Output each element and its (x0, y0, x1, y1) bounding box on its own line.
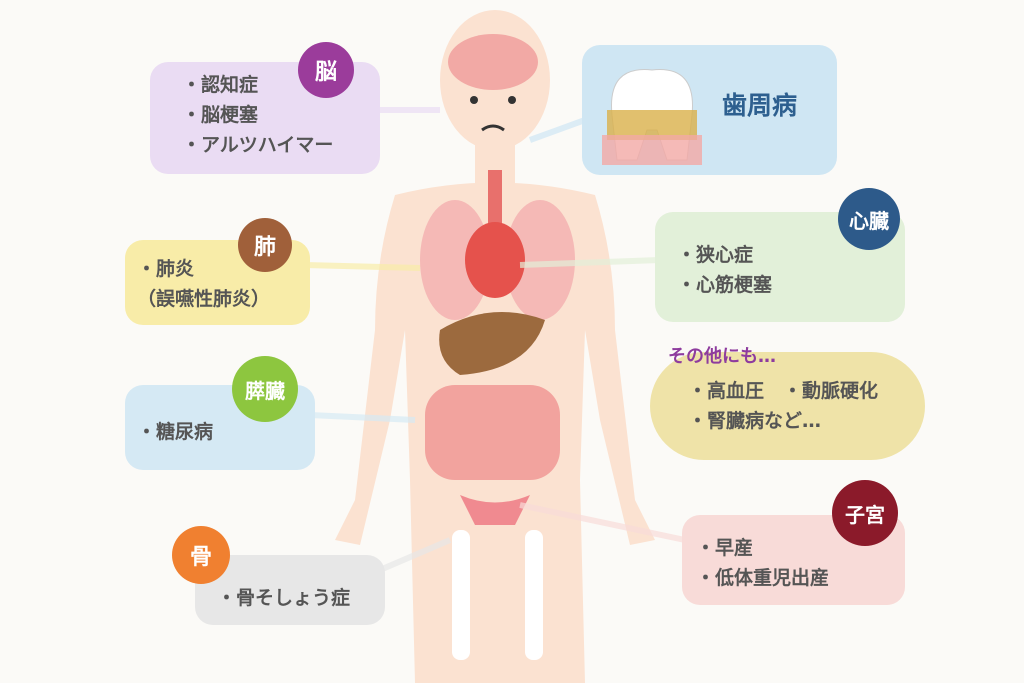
pancreas-badge: 膵臓 (232, 356, 298, 422)
others-title: その他にも… (668, 346, 776, 367)
brain-item: ・脳梗塞 (182, 104, 259, 126)
brain-item: ・認知症 (182, 74, 259, 96)
heart-organ (465, 222, 525, 298)
uterus-badge: 子宮 (832, 480, 898, 546)
brain-item: ・アルツハイマー (182, 134, 334, 156)
brain-callout: ・認知症 ・脳梗塞 ・アルツハイマー (150, 62, 380, 174)
femur-right (525, 530, 543, 660)
tooth-icon (602, 69, 702, 165)
lung-item: （誤嚥性肺炎） (137, 288, 271, 310)
heart-item: ・狭心症 (677, 244, 754, 266)
bone-badge: 骨 (172, 526, 230, 584)
others-item: ・腎臓病など… (688, 410, 822, 432)
heart-item: ・心筋梗塞 (677, 274, 773, 296)
brain-badge: 脳 (298, 42, 354, 98)
femur-left (452, 530, 470, 660)
sad-mouth (481, 124, 505, 132)
teeth-title: 歯周病 (722, 91, 798, 120)
others-item: ・高血圧 ・動脈硬化 (688, 380, 879, 402)
heart-badge: 心臓 (838, 188, 900, 250)
others-callout: ・高血圧 ・動脈硬化 ・腎臓病など… (650, 352, 925, 460)
pancreas-item: ・糖尿病 (137, 421, 214, 443)
bone-item: ・骨そしょう症 (217, 587, 351, 609)
brain-organ (448, 34, 538, 90)
uterus-organ (460, 495, 530, 525)
uterus-item: ・低体重児出産 (696, 567, 830, 589)
heart-callout: ・狭心症 ・心筋梗塞 (655, 212, 905, 322)
lung-item: ・肺炎 (137, 258, 195, 280)
trachea (488, 170, 502, 230)
uterus-item: ・早産 (696, 537, 754, 559)
intestine (425, 385, 560, 480)
lung-right (505, 200, 575, 320)
lung-badge: 肺 (238, 218, 292, 272)
teeth-callout: 歯周病 (582, 45, 837, 175)
lung-left (420, 200, 490, 320)
liver (439, 312, 545, 375)
